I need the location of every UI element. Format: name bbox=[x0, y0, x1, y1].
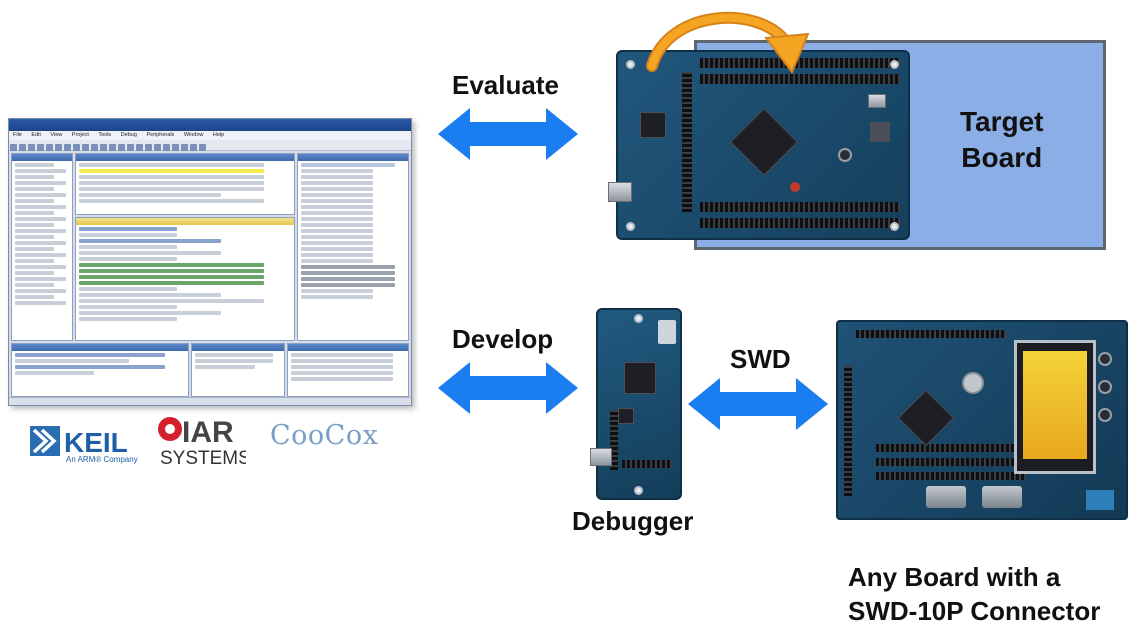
ide-callstack-pane bbox=[191, 343, 285, 397]
keil-logo-text: KEIL bbox=[64, 427, 128, 458]
ide-disassembly-pane bbox=[75, 153, 295, 215]
swd-arrow-icon bbox=[688, 378, 828, 430]
evaluation-board bbox=[608, 50, 910, 240]
swd-label: SWD bbox=[730, 344, 791, 374]
move-arrow-icon bbox=[646, 11, 810, 74]
evaluate-label: Evaluate bbox=[452, 70, 559, 100]
evaluate-arrow-icon bbox=[438, 108, 578, 160]
iar-logo: IAR SYSTEMS bbox=[158, 416, 246, 468]
develop-arrow-icon bbox=[438, 362, 578, 414]
ide-menu-item: Help bbox=[212, 132, 225, 138]
ide-peripheral-pane bbox=[297, 153, 409, 341]
iar-logo-text: IAR bbox=[182, 416, 234, 449]
ide-command-pane bbox=[11, 343, 189, 397]
target-board-label: Target Board bbox=[960, 106, 1044, 173]
ide-menu-item: Debug bbox=[120, 132, 137, 138]
ide-memory-pane bbox=[287, 343, 409, 397]
debugger-board bbox=[590, 308, 682, 500]
ide-status-bar bbox=[9, 397, 411, 405]
ide-menu-item: Peripherals bbox=[146, 132, 175, 138]
ide-menu-item: Tools bbox=[98, 132, 112, 138]
iar-logo-subtext: SYSTEMS bbox=[160, 448, 246, 468]
coocox-logo: CooCox bbox=[270, 420, 379, 451]
keil-logo-subtext: An ARM® Company bbox=[66, 455, 138, 464]
ide-toolbar bbox=[9, 140, 411, 151]
ide-title-bar bbox=[9, 119, 411, 131]
ide-menu-item: Edit bbox=[31, 132, 41, 138]
ide-menu-bar: File Edit View Project Tools Debug Perip… bbox=[9, 131, 411, 140]
any-board bbox=[836, 320, 1128, 520]
keil-logo: KEIL An ARM® Company bbox=[30, 426, 138, 464]
debugger-label: Debugger bbox=[572, 506, 694, 536]
ide-editor-pane bbox=[75, 217, 295, 341]
any-board-label: Any Board with a SWD-10P Connector bbox=[848, 562, 1101, 626]
ide-screenshot: File Edit View Project Tools Debug Perip… bbox=[8, 118, 412, 406]
ide-menu-item: File bbox=[13, 132, 22, 138]
ide-menu-item: View bbox=[50, 132, 63, 138]
ide-menu-item: Project bbox=[71, 132, 89, 138]
develop-label: Develop bbox=[452, 324, 554, 354]
ide-menu-item: Window bbox=[183, 132, 204, 138]
ide-register-pane bbox=[11, 153, 73, 341]
